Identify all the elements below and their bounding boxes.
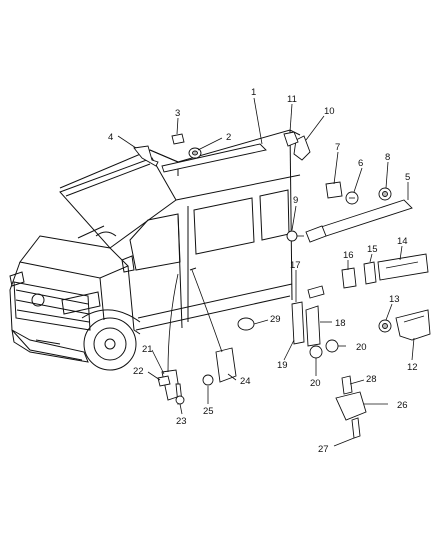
callout-28: 28 — [366, 374, 377, 385]
callout-8: 8 — [385, 152, 390, 163]
part-5-lower-rail — [317, 199, 413, 237]
part-14-plate — [377, 253, 429, 281]
callout-19: 19 — [277, 360, 288, 371]
callout-27: 27 — [318, 444, 329, 455]
van-illustration — [9, 129, 301, 371]
callout-10: 10 — [324, 106, 335, 117]
part-27-screw — [351, 417, 361, 439]
callout-7: 7 — [335, 142, 340, 153]
part-29-disc — [237, 317, 255, 331]
callout-3: 3 — [175, 108, 180, 119]
part-20-bolt-a — [325, 339, 339, 353]
callout-23: 23 — [176, 416, 187, 427]
callout-24: 24 — [240, 376, 251, 387]
callout-26: 26 — [397, 400, 408, 411]
part-24-roller — [215, 347, 237, 383]
callout-9: 9 — [293, 195, 298, 206]
callout-21: 21 — [142, 344, 153, 355]
callout-4: 4 — [108, 132, 113, 143]
callout-20-right: 20 — [356, 342, 367, 353]
part-22-spring — [157, 375, 171, 387]
callout-14: 14 — [397, 236, 408, 247]
part-12-bracket — [395, 309, 431, 341]
callout-12: 12 — [407, 362, 418, 373]
callout-5: 5 — [405, 172, 410, 183]
callout-25: 25 — [203, 406, 214, 417]
callout-11: 11 — [287, 94, 297, 105]
callout-29: 29 — [270, 314, 281, 325]
part-11-clip — [283, 131, 299, 147]
callout-6: 6 — [358, 158, 363, 169]
callout-13: 13 — [389, 294, 400, 305]
part-28-pin — [341, 375, 353, 395]
callout-17: 17 — [290, 260, 301, 271]
callout-22: 22 — [133, 366, 144, 377]
part-9-bolt — [286, 230, 298, 242]
part-1-roof-rail — [161, 143, 267, 173]
part-3-cap — [171, 133, 185, 145]
part-26-hinge — [335, 391, 367, 421]
callout-2: 2 — [226, 132, 231, 143]
part-19-hinge-part — [291, 301, 305, 345]
part-17-pin — [307, 285, 325, 299]
part-15-block — [363, 261, 377, 285]
part-16-clip — [341, 267, 357, 289]
callout-15: 15 — [367, 244, 378, 255]
part-4-bracket — [133, 145, 159, 167]
part-25-bolt — [202, 374, 214, 386]
callout-16: 16 — [343, 250, 354, 261]
part-20-bolt-b — [309, 345, 323, 359]
callout-20-lower: 20 — [310, 378, 321, 389]
callout-18: 18 — [335, 318, 346, 329]
part-18-hinge — [305, 305, 321, 347]
callout-1: 1 — [251, 87, 256, 98]
part-7-plate — [325, 181, 343, 199]
